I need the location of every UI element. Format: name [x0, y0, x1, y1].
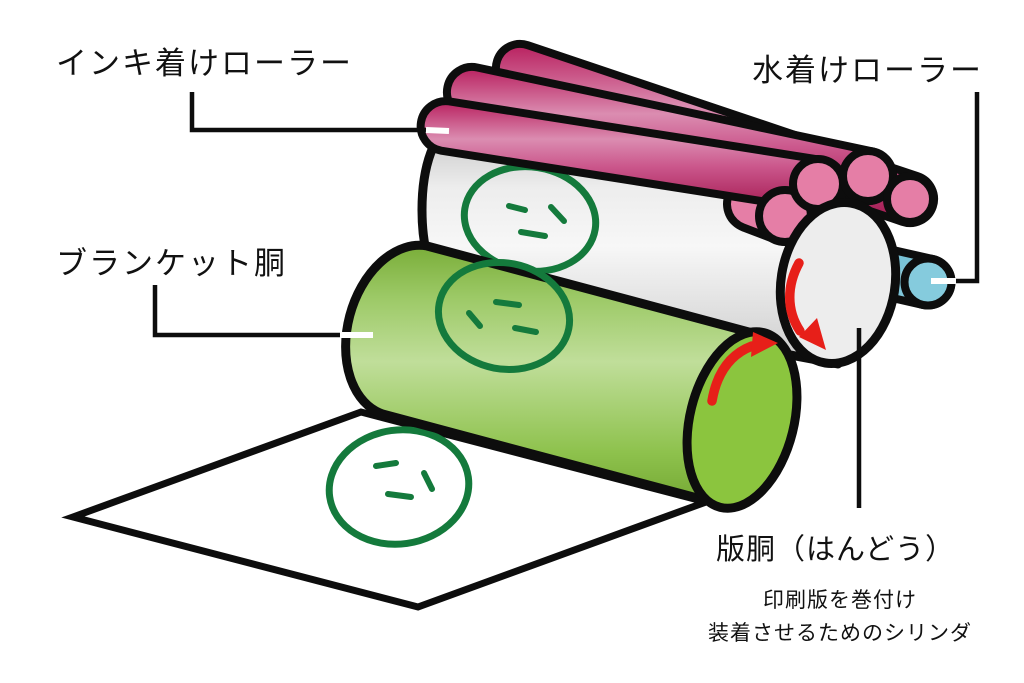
leader-line-blanket-cylinder — [152, 285, 373, 338]
blanket-cylinder-label: ブランケット胴 — [56, 246, 287, 281]
plate-rotation-arrow-icon — [785, 258, 826, 350]
ink-rollers-label: インキ着けローラー — [56, 46, 353, 81]
ink-roller-end-face-3 — [839, 147, 897, 205]
plate-cylinder-note-line1: 印刷版を巻付け — [763, 589, 917, 612]
leader-line-water-roller — [931, 92, 980, 284]
plate-cylinder-note-line2: 装着させるためのシリンダ — [708, 622, 972, 645]
plate-cylinder-label: 版胴（はんどう） — [716, 534, 956, 566]
blanket-rotation-arrow-icon — [707, 332, 778, 406]
water-roller-label: 水着けローラー — [752, 53, 983, 88]
ink-roller-end-face-4 — [883, 172, 937, 226]
paper-design-circle — [325, 426, 473, 548]
leader-line-ink-rollers — [189, 92, 450, 134]
plate-cylinder-end-face — [775, 198, 901, 368]
blanket-design-circle — [434, 258, 574, 374]
